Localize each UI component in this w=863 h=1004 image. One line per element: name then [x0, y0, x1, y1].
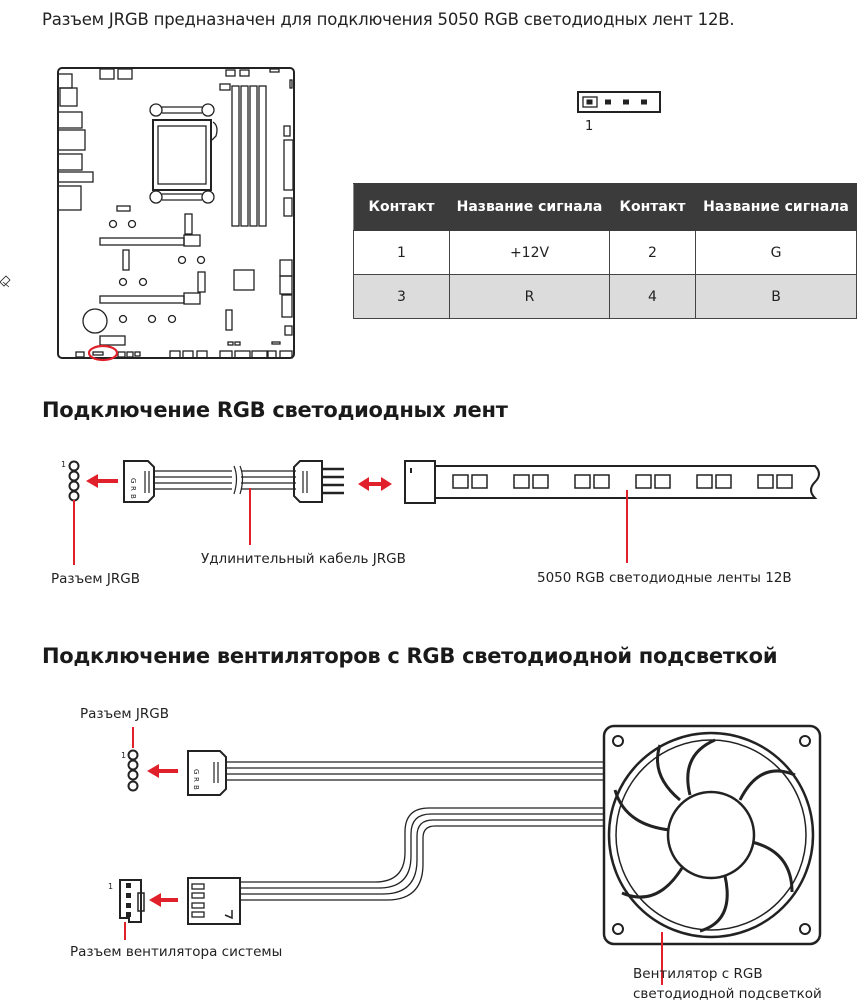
svg-text:B: B [192, 785, 200, 790]
table-cell: +12V [449, 230, 610, 275]
cable-connector-icon: G R B [187, 750, 227, 796]
label-system-fan-connector: Разъем вентилятора системы [70, 944, 282, 960]
jrgb-pin-header-icon: 1 [577, 91, 661, 134]
svg-text:G: G [192, 769, 200, 774]
table-header: Контакт [609, 183, 696, 231]
intro-text: Разъем JRGB предназначен для подключения… [42, 10, 735, 29]
label-jrgb-connector: Разъем JRGB [80, 706, 169, 722]
table-cell: 4 [609, 274, 696, 319]
label-rgb-fan-line1: Вентилятор с RGB [633, 966, 763, 982]
label-extension-cable: Удлинительный кабель JRGB [201, 551, 406, 567]
pin1-label: 1 [108, 882, 113, 891]
arrow-left-icon [149, 893, 161, 907]
table-header: Название сигнала [449, 183, 610, 231]
cable-connector-icon: G R B [123, 460, 155, 503]
table-cell: 1 [353, 230, 450, 275]
pin-table: Контакт Название сигнала Контакт Названи… [353, 183, 857, 319]
section-title-strip: Подключение RGB светодиодных лент [42, 398, 508, 422]
svg-text:B: B [129, 494, 137, 499]
table-cell: B [695, 274, 857, 319]
table-cell: R [449, 274, 610, 319]
section-title-fan: Подключение вентиляторов с RGB светодиод… [42, 644, 778, 668]
jrgb-header-icon [68, 460, 80, 502]
pin1-label: 1 [585, 119, 593, 134]
svg-text:R: R [192, 777, 200, 782]
svg-text:G: G [129, 478, 137, 483]
arrow-left-icon [86, 474, 98, 488]
rgb-fan-icon [602, 724, 822, 946]
table-row: 3 R 4 B [353, 274, 857, 319]
pin1-label: 1 [121, 751, 126, 760]
led-strip-icon [404, 460, 820, 504]
label-led-strip: 5050 RGB светодиодные ленты 12В [537, 570, 792, 586]
label-jrgb-connector: Разъем JRGB [51, 571, 140, 587]
table-header: Контакт [353, 183, 450, 231]
jrgb-header-icon [127, 749, 139, 792]
table-row: 1 +12V 2 G [353, 230, 857, 275]
arrow-left-icon [147, 764, 159, 778]
label-rgb-fan-line2: светодиодной подсветкой [633, 986, 822, 1002]
pin1-label: 1 [61, 460, 66, 469]
fan-connector-icon [187, 877, 241, 925]
svg-text:R: R [129, 486, 137, 491]
motherboard-diagram [0, 67, 295, 362]
table-cell: 3 [353, 274, 450, 319]
table-cell: 2 [609, 230, 696, 275]
system-fan-header-icon [119, 879, 145, 923]
double-arrow-icon [358, 477, 392, 491]
